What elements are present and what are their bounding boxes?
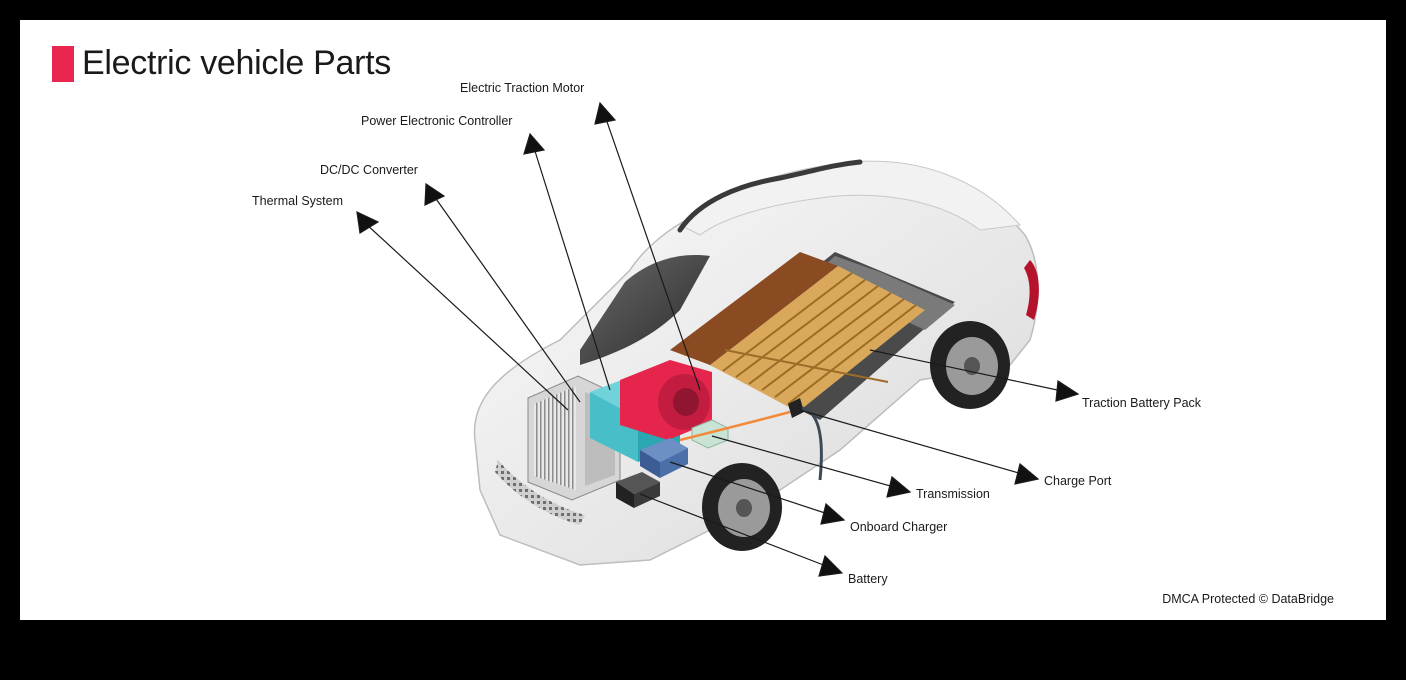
label-transmission: Transmission [916,487,990,501]
front-grille [495,460,585,525]
label-charge-port: Charge Port [1044,474,1112,488]
hv-cable [679,410,791,442]
arrow-electric-traction-motor [594,101,617,125]
charge-port-part [788,398,823,481]
ev-diagram: Electric Traction Motor Power Electronic… [252,81,1202,586]
arrow-thermal-system [356,210,380,234]
arrow-power-electronic-controller [523,132,546,155]
leader-lines [356,101,1080,577]
roof-rail [677,159,863,233]
label-traction-battery-pack: Traction Battery Pack [1082,396,1202,410]
label-dc-dc-converter: DC/DC Converter [320,163,418,177]
arrow-traction-battery-pack [1055,379,1080,402]
rear-wheel [930,321,1010,409]
copyright-credit: DMCA Protected © DataBridge [1162,592,1334,606]
label-thermal-system: Thermal System [252,194,343,208]
battery-cells [710,266,925,412]
arrow-charge-port [1014,462,1040,485]
label-power-electronic-controller: Power Electronic Controller [361,114,512,128]
traction-motor-part [620,360,712,440]
title-block: Electric vehicle Parts [52,44,391,83]
car-illustration [473,159,1039,566]
title-accent-bar [52,45,74,82]
windshield [580,255,710,365]
page-title: Electric vehicle Parts [82,44,391,82]
battery-part [616,472,660,508]
arrow-dc-dc-converter [424,182,446,206]
label-battery: Battery [848,572,888,586]
tail-light [1024,260,1039,320]
battery-brown-modules [670,252,838,365]
arrow-transmission [886,475,912,498]
part-labels: Electric Traction Motor Power Electronic… [252,81,1202,586]
arrow-battery [818,554,844,577]
label-electric-traction-motor: Electric Traction Motor [460,81,584,95]
front-wheel [702,463,782,551]
diagram-panel: Electric vehicle Parts [20,20,1386,620]
label-onboard-charger: Onboard Charger [850,520,947,534]
battery-cell-strips [722,272,917,405]
arrow-onboard-charger [820,502,846,525]
